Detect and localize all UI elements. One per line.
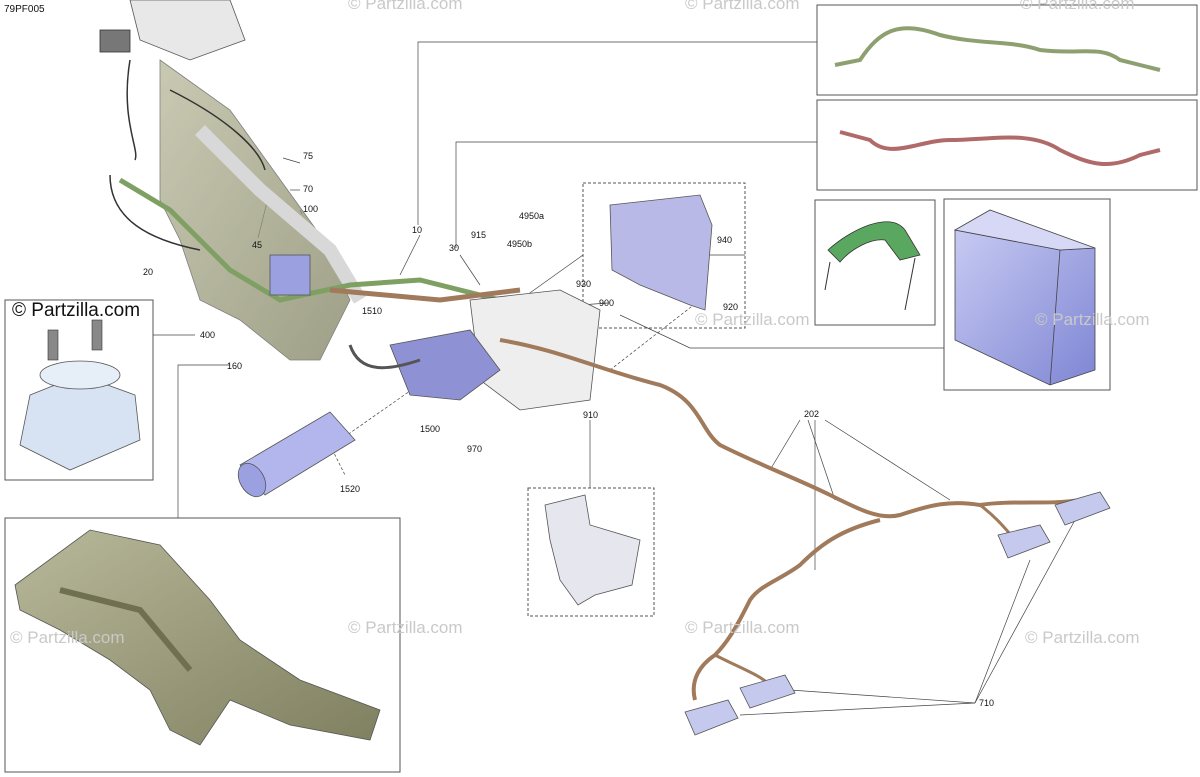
watermark: © Partzilla.com: [1020, 0, 1135, 13]
rear-frame-rail: [59, 587, 193, 672]
part-label-4950a: 4950a: [519, 211, 545, 221]
watermark: © Partzilla.com: [685, 618, 800, 637]
solenoid: [19, 319, 141, 471]
watermark: © Partzilla.com: [1025, 628, 1140, 647]
part-label-20: 20: [143, 267, 154, 277]
battery: [953, 209, 1096, 386]
part-label-30: 30: [449, 243, 460, 253]
part-label-1520: 1520: [340, 484, 361, 494]
part-label-100: 100: [303, 204, 319, 214]
part-label-970: 970: [467, 444, 483, 454]
part-label-915: 915: [471, 230, 487, 240]
watermark: © Partzilla.com: [1035, 310, 1150, 329]
part-label-45: 45: [252, 240, 263, 250]
watermark: © Partzilla.com: [685, 0, 800, 13]
cable-positive: [834, 26, 1161, 72]
part-label-1510: 1510: [362, 306, 383, 316]
part-label-75: 75: [303, 151, 314, 161]
part-label-940: 940: [717, 235, 733, 245]
part-label-10: 10: [412, 225, 423, 235]
tube-1520: [237, 411, 356, 498]
cable-positive-box: [816, 4, 1198, 96]
part-label-4950b: 4950b: [507, 239, 533, 249]
part-label-900: 900: [599, 298, 615, 308]
rear-frame: [14, 529, 381, 746]
part-label-920: 920: [723, 302, 739, 312]
battery-strap: [824, 221, 921, 311]
watermark: © Partzilla.com: [348, 618, 463, 637]
battery-box-assembly: [329, 287, 601, 411]
part-label-1500: 1500: [420, 424, 441, 434]
diagram-code: 79PF005: [4, 4, 45, 15]
watermark: © Partzilla.com: [695, 310, 810, 329]
part-label-930: 930: [576, 279, 592, 289]
part-label-710: 710: [979, 698, 995, 708]
harness-branch: [691, 518, 881, 701]
part-label-202: 202: [804, 409, 820, 419]
main-frame-assembly: [99, 0, 501, 361]
battery-strap-box: [814, 199, 936, 326]
part-label-400: 400: [200, 330, 216, 340]
watermark: © Partzilla.com: [10, 628, 125, 647]
cable-negative: [839, 130, 1161, 167]
part-label-160: 160: [227, 361, 243, 371]
part-label-70: 70: [303, 184, 314, 194]
battery-cover: [609, 194, 713, 311]
part-label-910: 910: [583, 410, 599, 420]
watermark: © Partzilla.com: [348, 0, 463, 13]
harness-branch-lamp-2: [714, 653, 772, 687]
lamps-710: [684, 491, 1111, 736]
battery-tray: [544, 494, 641, 606]
brand-label: © Partzilla.com: [12, 300, 141, 321]
